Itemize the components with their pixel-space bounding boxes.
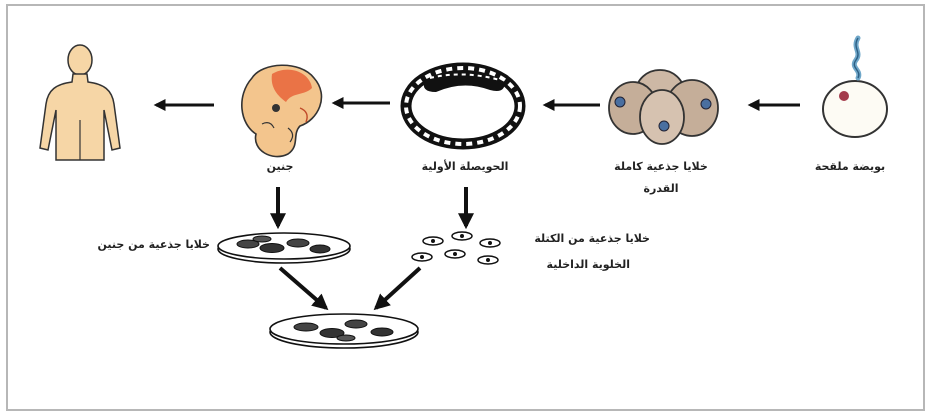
embryo-icon: [242, 65, 322, 156]
combined-dish-icon: [270, 314, 418, 348]
down-arrows: [278, 187, 466, 226]
human-icon: [40, 45, 120, 160]
petri-dish-icon: [218, 233, 350, 263]
label-totipotent-line1: خلايا جذعية كاملة: [596, 158, 726, 176]
label-fertilized-egg: بويضة ملقحة: [800, 158, 900, 176]
converging-arrows: [280, 268, 420, 308]
blastocyst-icon: [406, 68, 520, 144]
label-inner-mass-line2: الخلوية الداخلية: [510, 256, 630, 274]
label-embryonic-stem: خلايا جذعية من جنين: [62, 236, 210, 254]
label-embryo: جنين: [245, 158, 315, 176]
label-totipotent-line2: القدرة: [596, 180, 726, 198]
inner-cell-mass-cells: [412, 232, 500, 264]
label-blastocyst: الحويصلة الأولية: [405, 158, 525, 176]
fertilized-egg-icon: [823, 38, 887, 137]
label-inner-mass-line1: خلايا جذعية من الكتلة: [510, 230, 650, 248]
four-cell-icon: [609, 70, 718, 144]
